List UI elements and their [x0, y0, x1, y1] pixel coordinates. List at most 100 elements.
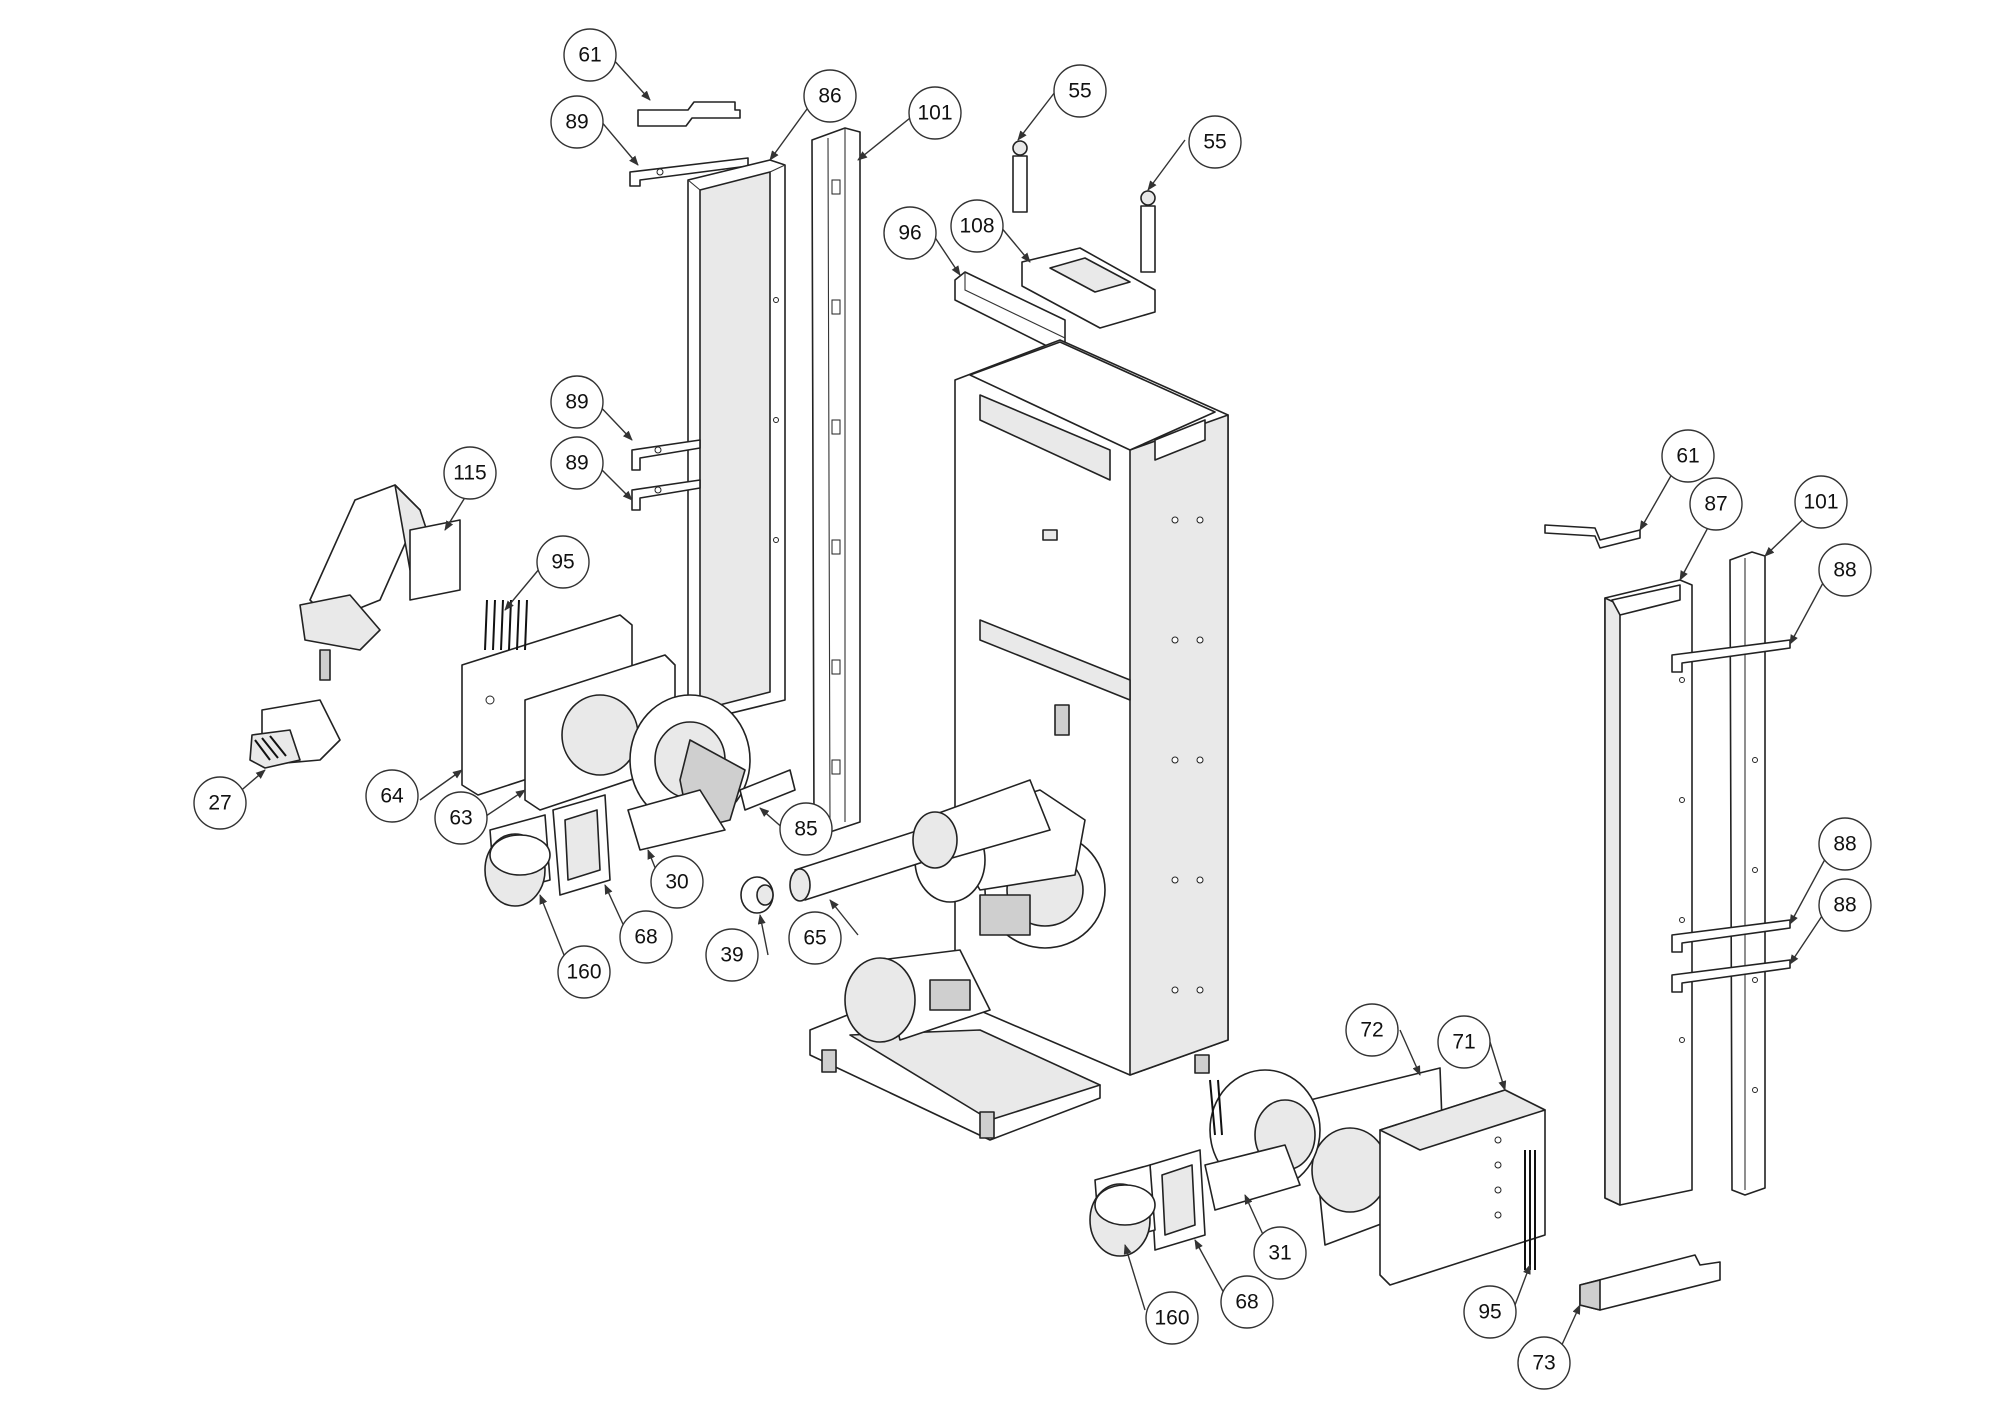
callout-circle	[1463, 1285, 1517, 1339]
callout-circle	[705, 928, 759, 982]
callout-65: 65	[788, 911, 842, 965]
callout-number: 72	[1360, 1019, 1383, 1042]
callout-circle	[788, 911, 842, 965]
callout-85: 85	[779, 802, 833, 856]
callout-circle	[1437, 1015, 1491, 1069]
callout-number: 101	[1803, 491, 1838, 514]
callout-number: 88	[1833, 559, 1856, 582]
part-frame-86	[687, 159, 786, 721]
callout-88: 88	[1818, 817, 1872, 871]
callout-72: 72	[1345, 1003, 1399, 1057]
callout-number: 160	[1154, 1307, 1189, 1330]
callout-61: 61	[563, 28, 617, 82]
callout-number: 55	[1068, 80, 1091, 103]
callout-number: 85	[794, 818, 817, 841]
callout-number: 64	[380, 785, 404, 808]
callout-number: 101	[917, 102, 952, 125]
callout-number: 39	[720, 944, 743, 967]
part-rail-101-left	[811, 127, 861, 833]
part-motor-base	[844, 949, 991, 1043]
callout-number: 95	[551, 551, 574, 574]
callout-number: 88	[1833, 894, 1856, 917]
part-gasket-68-right	[1149, 1149, 1206, 1251]
part-plate-108	[1021, 247, 1156, 329]
callout-96: 96	[883, 206, 937, 260]
part-main-cabinet	[954, 339, 1229, 1076]
callout-circle	[1220, 1275, 1274, 1329]
callout-number: 87	[1704, 493, 1727, 516]
callout-87: 87	[1689, 477, 1743, 531]
callout-circle	[803, 69, 857, 123]
callout-55: 55	[1188, 115, 1242, 169]
callout-61: 61	[1661, 429, 1715, 483]
callout-63: 63	[434, 791, 488, 845]
callout-160: 160	[557, 945, 611, 999]
callout-circle	[365, 769, 419, 823]
callout-circle	[1818, 543, 1872, 597]
callout-27: 27	[193, 776, 247, 830]
callout-number: 68	[1235, 1291, 1258, 1314]
callout-71: 71	[1437, 1015, 1491, 1069]
callout-86: 86	[803, 69, 857, 123]
callout-circle	[950, 199, 1004, 253]
callout-circle	[563, 28, 617, 82]
callout-circle	[1145, 1291, 1199, 1345]
callout-number: 31	[1268, 1242, 1291, 1265]
callout-circle	[193, 776, 247, 830]
callout-73: 73	[1517, 1336, 1571, 1390]
callout-circle	[557, 945, 611, 999]
callout-108: 108	[950, 199, 1004, 253]
callout-circle	[779, 802, 833, 856]
callout-39: 39	[705, 928, 759, 982]
callout-95: 95	[1463, 1285, 1517, 1339]
callout-number: 88	[1833, 833, 1856, 856]
callout-circle	[1818, 878, 1872, 932]
callout-number: 115	[453, 462, 486, 485]
callout-88: 88	[1818, 878, 1872, 932]
part-gearmotor-27	[249, 699, 341, 769]
part-tube-65	[789, 779, 1051, 902]
callout-number: 89	[565, 452, 588, 475]
callout-95: 95	[536, 535, 590, 589]
callout-number: 55	[1203, 131, 1226, 154]
callout-160: 160	[1145, 1291, 1199, 1345]
part-box-71	[1379, 1089, 1546, 1286]
part-bracket-89-mid	[631, 439, 701, 511]
callout-101: 101	[1794, 475, 1848, 529]
callout-circle	[650, 855, 704, 909]
callout-89: 89	[550, 436, 604, 490]
callout-number: 63	[449, 807, 472, 830]
part-pin-55-a	[1012, 140, 1028, 213]
callout-circle	[443, 446, 497, 500]
callout-circle	[908, 86, 962, 140]
callout-circle	[883, 206, 937, 260]
callout-88: 88	[1818, 543, 1872, 597]
callout-number: 108	[959, 215, 994, 238]
callout-55: 55	[1053, 64, 1107, 118]
callout-circle	[1689, 477, 1743, 531]
callout-circle	[1345, 1003, 1399, 1057]
callout-number: 30	[665, 871, 688, 894]
part-bracket-61-right	[1544, 524, 1641, 549]
callout-number: 73	[1532, 1352, 1555, 1375]
callout-number: 65	[803, 927, 826, 950]
callout-64: 64	[365, 769, 419, 823]
callout-68: 68	[1220, 1275, 1274, 1329]
callout-circle	[1053, 64, 1107, 118]
callout-circle	[1188, 115, 1242, 169]
part-fan-31	[1204, 1069, 1321, 1211]
callout-circle	[550, 436, 604, 490]
callout-101: 101	[908, 86, 962, 140]
callout-number: 86	[818, 85, 841, 108]
part-bracket-61-top	[637, 101, 741, 127]
callout-circle	[1661, 429, 1715, 483]
callout-circle	[1517, 1336, 1571, 1390]
part-bracket-85	[739, 769, 796, 811]
callout-89: 89	[550, 375, 604, 429]
part-fan-30	[627, 694, 751, 851]
callout-number: 71	[1452, 1031, 1475, 1054]
callout-circle	[1253, 1226, 1307, 1280]
callout-circle	[550, 95, 604, 149]
